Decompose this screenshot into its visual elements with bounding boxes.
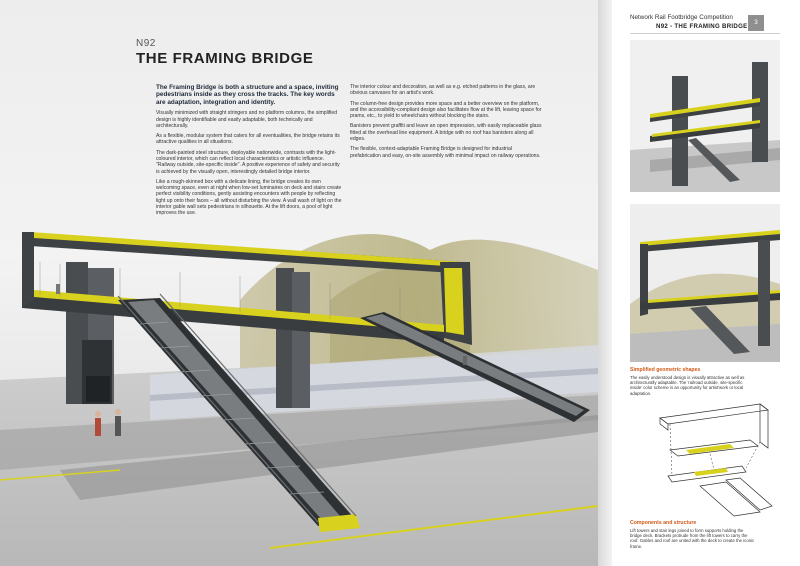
paragraph: As a flexible, modular system that cater… — [156, 133, 340, 146]
components-diagram — [659, 403, 773, 517]
paragraph: The column-free design provides more spa… — [350, 100, 542, 120]
text-column-1: The Framing Bridge is both a structure a… — [156, 84, 342, 221]
competition-name: Network Rail Footbridge Competition — [630, 14, 733, 21]
right-header-title: N92 - THE FRAMING BRIDGE — [656, 23, 748, 30]
caption-1-body: The easily understood design is visually… — [630, 375, 745, 396]
paragraph: Banisters prevent graffiti and leave an … — [350, 123, 542, 143]
bridge-rendering — [0, 232, 598, 566]
render-thumbnail-1 — [630, 40, 780, 192]
bridge-view-1 — [630, 62, 780, 192]
caption-2-title: Components and structure — [630, 520, 697, 526]
render-thumbnail-2 — [630, 204, 780, 362]
page-number: 3 — [748, 15, 764, 31]
lead-paragraph: The Framing Bridge is both a structure a… — [156, 84, 339, 106]
caption-1-title: Simplified geometric shapes — [630, 367, 701, 373]
header-divider — [630, 33, 780, 34]
project-code: N92 — [136, 38, 156, 49]
left-page: N92 THE FRAMING BRIDGE The Framing Bridg… — [0, 0, 598, 566]
text-column-2: The interior colour and decoration, as w… — [350, 84, 542, 163]
page-title: THE FRAMING BRIDGE — [136, 50, 314, 67]
pedestrians — [56, 284, 467, 436]
caption-2-body: Lift towers and stair legs joined to for… — [630, 528, 755, 549]
paragraph: The interior colour and decoration, as w… — [350, 84, 536, 97]
paragraph: The flexible, context-adaptable Framing … — [350, 146, 541, 159]
bridge-view-2 — [630, 230, 780, 362]
paragraph: Like a rough-skinned box with a delicate… — [156, 178, 342, 217]
paragraph: The dark-painted steel structure, deploy… — [156, 149, 340, 175]
paragraph: Visually minimized with straight stringe… — [156, 110, 338, 129]
